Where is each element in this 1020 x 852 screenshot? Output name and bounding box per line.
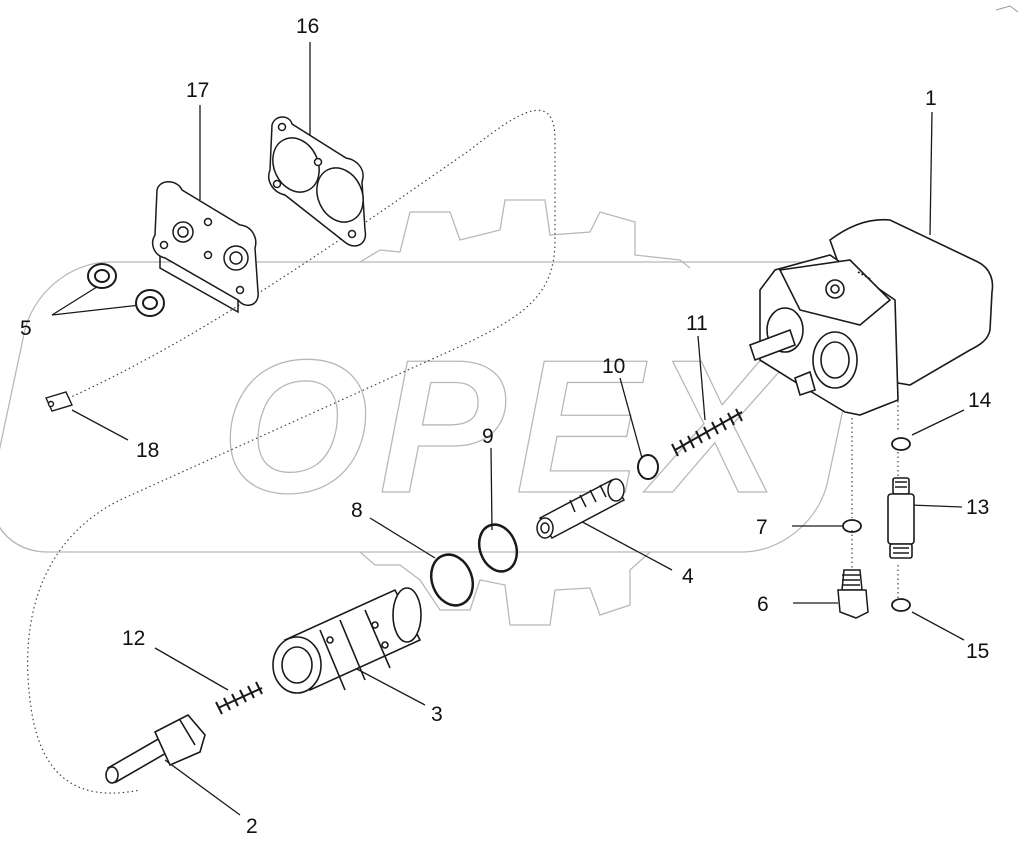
part-2-plug bbox=[105, 713, 206, 784]
corner-mark-icon bbox=[995, 5, 1019, 13]
callout-13: 13 bbox=[966, 496, 990, 519]
part-8-o-ring bbox=[429, 553, 475, 607]
part-11-spring bbox=[671, 408, 743, 457]
part-15-o-ring bbox=[891, 598, 911, 612]
callout-4: 4 bbox=[682, 565, 694, 588]
callout-6: 6 bbox=[757, 593, 769, 616]
callout-3: 3 bbox=[431, 703, 443, 726]
callout-15: 15 bbox=[966, 640, 990, 663]
callout-11: 11 bbox=[686, 312, 708, 335]
opex-watermark: OPEX bbox=[0, 199, 862, 626]
part-4-spool bbox=[536, 478, 626, 539]
part-7-o-ring bbox=[842, 519, 862, 533]
part-16-gasket bbox=[268, 116, 367, 247]
watermark-gear bbox=[359, 199, 691, 626]
callout-7: 7 bbox=[756, 516, 768, 539]
part-3-sleeve bbox=[272, 587, 422, 694]
part-12-spring bbox=[215, 681, 263, 715]
callout-5: 5 bbox=[20, 317, 32, 340]
callout-18: 18 bbox=[136, 439, 160, 462]
callout-16: 16 bbox=[296, 15, 320, 38]
watermark-text: OPEX bbox=[221, 321, 789, 533]
part-14-o-ring bbox=[891, 437, 911, 451]
part-17-plate bbox=[152, 181, 259, 314]
callout-12: 12 bbox=[122, 627, 146, 650]
callout-2: 2 bbox=[246, 815, 258, 838]
callout-17: 17 bbox=[186, 79, 210, 102]
callout-9: 9 bbox=[482, 425, 494, 448]
callout-8: 8 bbox=[351, 499, 363, 522]
part-5-seals bbox=[87, 263, 165, 317]
callout-14: 14 bbox=[968, 389, 992, 412]
part-6-fitting bbox=[837, 569, 869, 619]
part-9-o-ring bbox=[477, 523, 519, 573]
part-1-valve-body bbox=[748, 218, 994, 416]
part-13-cartridge bbox=[887, 477, 915, 559]
callout-1: 1 bbox=[925, 87, 937, 110]
part-10-o-ring bbox=[637, 454, 659, 480]
callout-10: 10 bbox=[602, 355, 626, 378]
part-18-screw bbox=[45, 391, 73, 412]
